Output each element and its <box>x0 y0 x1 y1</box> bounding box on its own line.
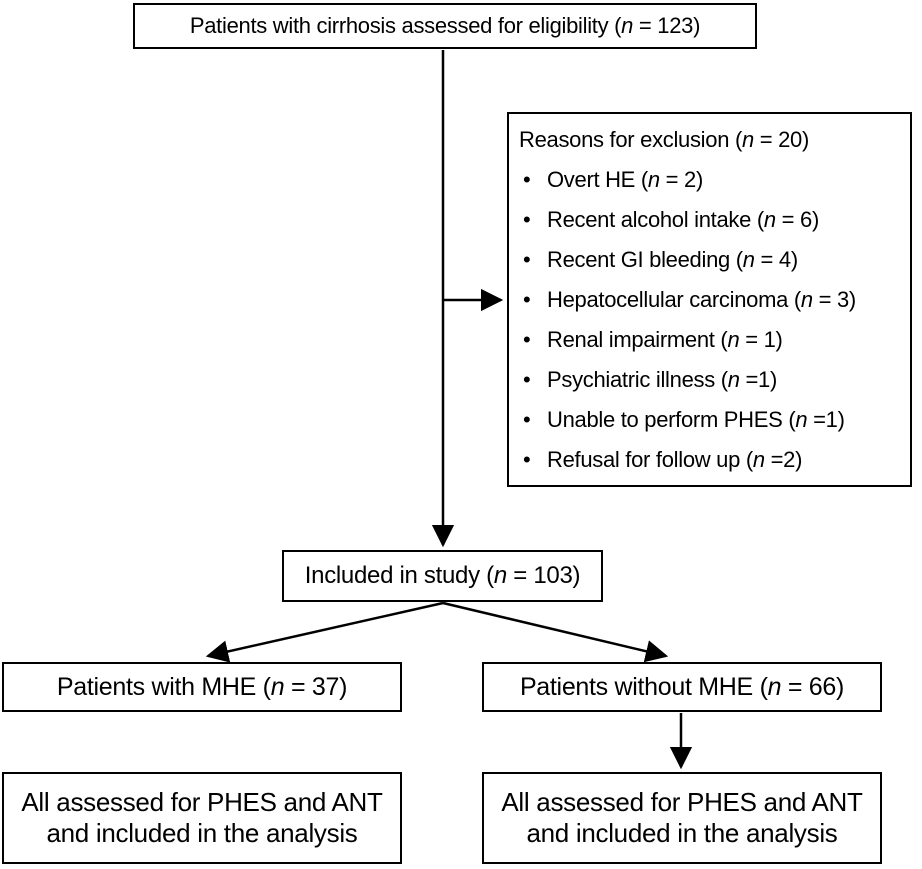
exclusion-item: •Refusal for follow up (n =2) <box>519 440 904 480</box>
node-mhe: Patients with MHE (n = 37) <box>2 662 402 712</box>
connector-included-to-mhe <box>205 601 444 663</box>
node-included: Included in study (n = 103) <box>282 550 603 602</box>
bullet-icon: • <box>523 327 531 352</box>
exclusion-item: •Recent GI bleeding (n = 4) <box>519 240 904 280</box>
exclusion-item: •Renal impairment (n = 1) <box>519 320 904 360</box>
bullet-icon: • <box>523 407 531 432</box>
node-eligibility: Patients with cirrhosis assessed for eli… <box>133 3 757 49</box>
outcome-line2: and included in the analysis <box>46 818 358 848</box>
node-mhe-outcome: All assessed for PHES and ANT and includ… <box>2 772 402 864</box>
node-mhe-label: Patients with MHE (n = 37) <box>56 673 348 701</box>
bullet-icon: • <box>523 247 531 272</box>
outcome-line2: and included in the analysis <box>526 818 838 848</box>
exclusion-item: •Hepatocellular carcinoma (n = 3) <box>519 280 904 320</box>
bullet-icon: • <box>523 447 531 472</box>
node-exclusion-reasons: Reasons for exclusion (n = 20) •Overt HE… <box>507 112 912 487</box>
exclusion-list: •Overt HE (n = 2) •Recent alcohol intake… <box>519 160 904 480</box>
exclusion-item: •Overt HE (n = 2) <box>519 160 904 200</box>
connector-included-to-no-mhe <box>442 601 669 663</box>
exclusion-item: •Unable to perform PHES (n =1) <box>519 400 904 440</box>
node-included-label: Included in study (n = 103) <box>304 561 581 589</box>
exclusion-item: •Psychiatric illness (n =1) <box>519 360 904 400</box>
bullet-icon: • <box>523 287 531 312</box>
outcome-line1: All assessed for PHES and ANT <box>21 786 383 817</box>
bullet-icon: • <box>523 207 531 232</box>
node-eligibility-label: Patients with cirrhosis assessed for eli… <box>189 12 701 38</box>
outcome-line1: All assessed for PHES and ANT <box>501 786 863 817</box>
node-no-mhe: Patients without MHE (n = 66) <box>482 662 882 712</box>
bullet-icon: • <box>523 367 531 392</box>
node-no-mhe-outcome: All assessed for PHES and ANT and includ… <box>482 772 882 864</box>
exclusion-item: •Recent alcohol intake (n = 6) <box>519 200 904 240</box>
node-no-mhe-label: Patients without MHE (n = 66) <box>519 673 845 701</box>
exclusion-title: Reasons for exclusion (n = 20) <box>519 127 809 152</box>
bullet-icon: • <box>523 167 531 192</box>
